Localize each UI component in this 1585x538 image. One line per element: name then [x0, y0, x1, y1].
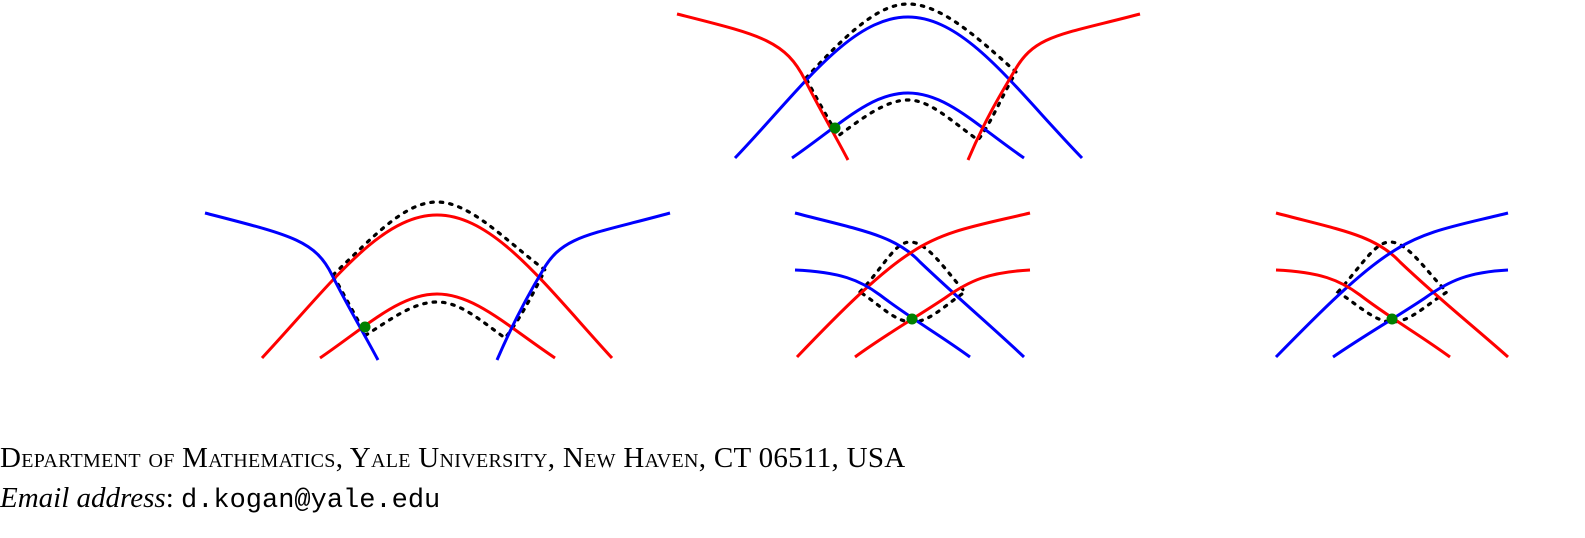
red-lower-line: [1275, 268, 1451, 359]
diagram-bottom-right: [1274, 211, 1509, 359]
red-upper-line: [1275, 211, 1509, 359]
intersection-point: [359, 321, 371, 333]
dotted-loop: [804, 2, 1019, 143]
intersection-point: [906, 313, 918, 325]
red-right-curve: [966, 12, 1141, 161]
blue-inner-arch: [791, 91, 1025, 160]
red-upper-line: [795, 211, 1031, 359]
dotted-loop: [331, 200, 548, 341]
email-line: Email address: d.kogan@yale.edu: [0, 482, 440, 516]
email-label: Email address: [0, 482, 166, 514]
red-inner-arch: [319, 292, 556, 360]
diagram-bottom-middle: [794, 211, 1031, 359]
blue-lower-line: [794, 268, 971, 359]
affiliation: Department of Mathematics, Yale Universi…: [0, 442, 906, 474]
figure: [204, 2, 1509, 361]
intersection-point: [829, 122, 841, 134]
diagram-top: [676, 2, 1141, 161]
dotted-diamond: [857, 240, 968, 324]
diagram-bottom-left: [204, 200, 671, 361]
email-address: d.kogan@yale.edu: [181, 486, 441, 516]
blue-outer-arch: [733, 15, 1084, 160]
red-outer-arch: [260, 213, 614, 360]
blue-upper-line: [1274, 211, 1509, 359]
blue-left-curve: [204, 211, 380, 361]
blue-right-curve: [495, 211, 671, 361]
blue-upper-line: [794, 211, 1026, 359]
red-lower-line: [854, 268, 1031, 359]
red-left-curve: [676, 12, 850, 161]
blue-lower-line: [1332, 268, 1509, 359]
intersection-point: [1386, 313, 1398, 325]
email-separator: :: [165, 482, 181, 514]
dotted-diamond: [1335, 240, 1450, 324]
